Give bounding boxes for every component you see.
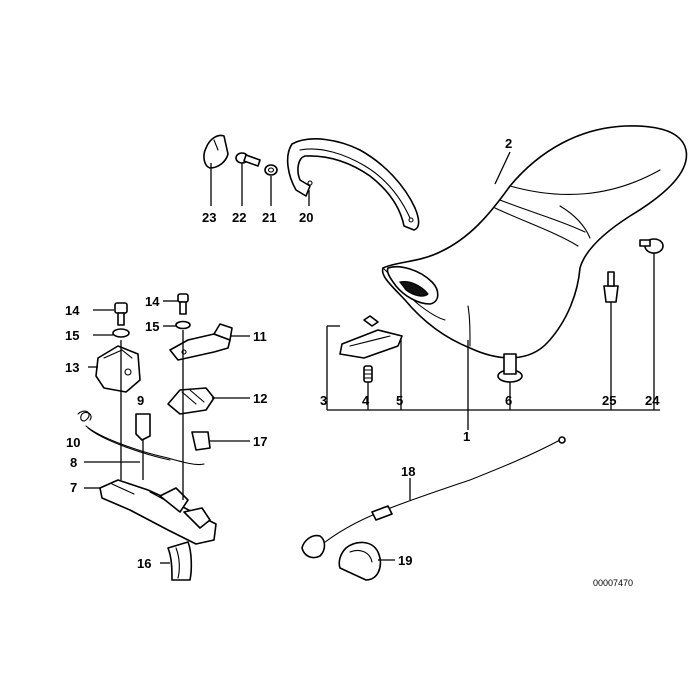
clip-9: [135, 413, 151, 441]
callout-14-right: 14: [145, 294, 160, 309]
callout-1: 1: [463, 429, 470, 444]
washer-15-left: [112, 328, 130, 338]
callout-labels: 1 2 3 4 5 6 7 8 9 10 11 12 13 14 15 14 1…: [65, 136, 660, 588]
pin-8: [85, 425, 205, 466]
reference-code: 00007470: [593, 578, 633, 588]
leader-lines: [84, 151, 660, 564]
bracket-23: [203, 134, 229, 169]
spring-10: [77, 410, 92, 422]
bracket-11: [169, 323, 233, 361]
callout-25: 25: [602, 393, 616, 408]
callout-22: 22: [232, 210, 246, 225]
seat: [381, 125, 688, 359]
bracket-13: [95, 345, 141, 393]
callout-17: 17: [253, 434, 267, 449]
callout-21: 21: [262, 210, 276, 225]
screw-4: [363, 365, 373, 383]
rubber-buffer-6: [497, 353, 523, 383]
callout-10: 10: [66, 435, 80, 450]
callout-13: 13: [65, 360, 79, 375]
callout-4: 4: [362, 393, 370, 408]
screw-22: [235, 152, 261, 167]
callout-24: 24: [645, 393, 660, 408]
callout-6: 6: [505, 393, 512, 408]
seat-lock-cable: [301, 436, 566, 559]
washer-15-right: [175, 320, 191, 330]
callout-15-left: 15: [65, 328, 79, 343]
callout-14-left: 14: [65, 303, 80, 318]
callout-23: 23: [202, 210, 216, 225]
callout-20: 20: [299, 210, 313, 225]
callout-19: 19: [398, 553, 412, 568]
callout-2: 2: [505, 136, 512, 151]
callout-12: 12: [253, 391, 267, 406]
callout-8: 8: [70, 455, 77, 470]
buffer-25: [603, 271, 619, 303]
knob-24: [639, 238, 664, 254]
screw-14-left: [114, 302, 128, 326]
grommet-19: [338, 541, 382, 581]
callout-5: 5: [396, 393, 403, 408]
seat-strap: [286, 138, 420, 231]
sleeve-16: [167, 541, 193, 581]
callout-11: 11: [253, 329, 267, 344]
callout-15-right: 15: [145, 319, 159, 334]
callout-16: 16: [137, 556, 151, 571]
callout-7: 7: [70, 480, 77, 495]
base-plate-7: [99, 479, 217, 545]
callout-18: 18: [401, 464, 415, 479]
holder-12: [167, 387, 215, 415]
washer-21: [264, 164, 278, 176]
clip-plate-5: [339, 315, 403, 359]
callout-3: 3: [320, 393, 327, 408]
screw-14-right: [177, 293, 189, 315]
clip-17: [191, 431, 211, 451]
callout-9: 9: [137, 393, 144, 408]
